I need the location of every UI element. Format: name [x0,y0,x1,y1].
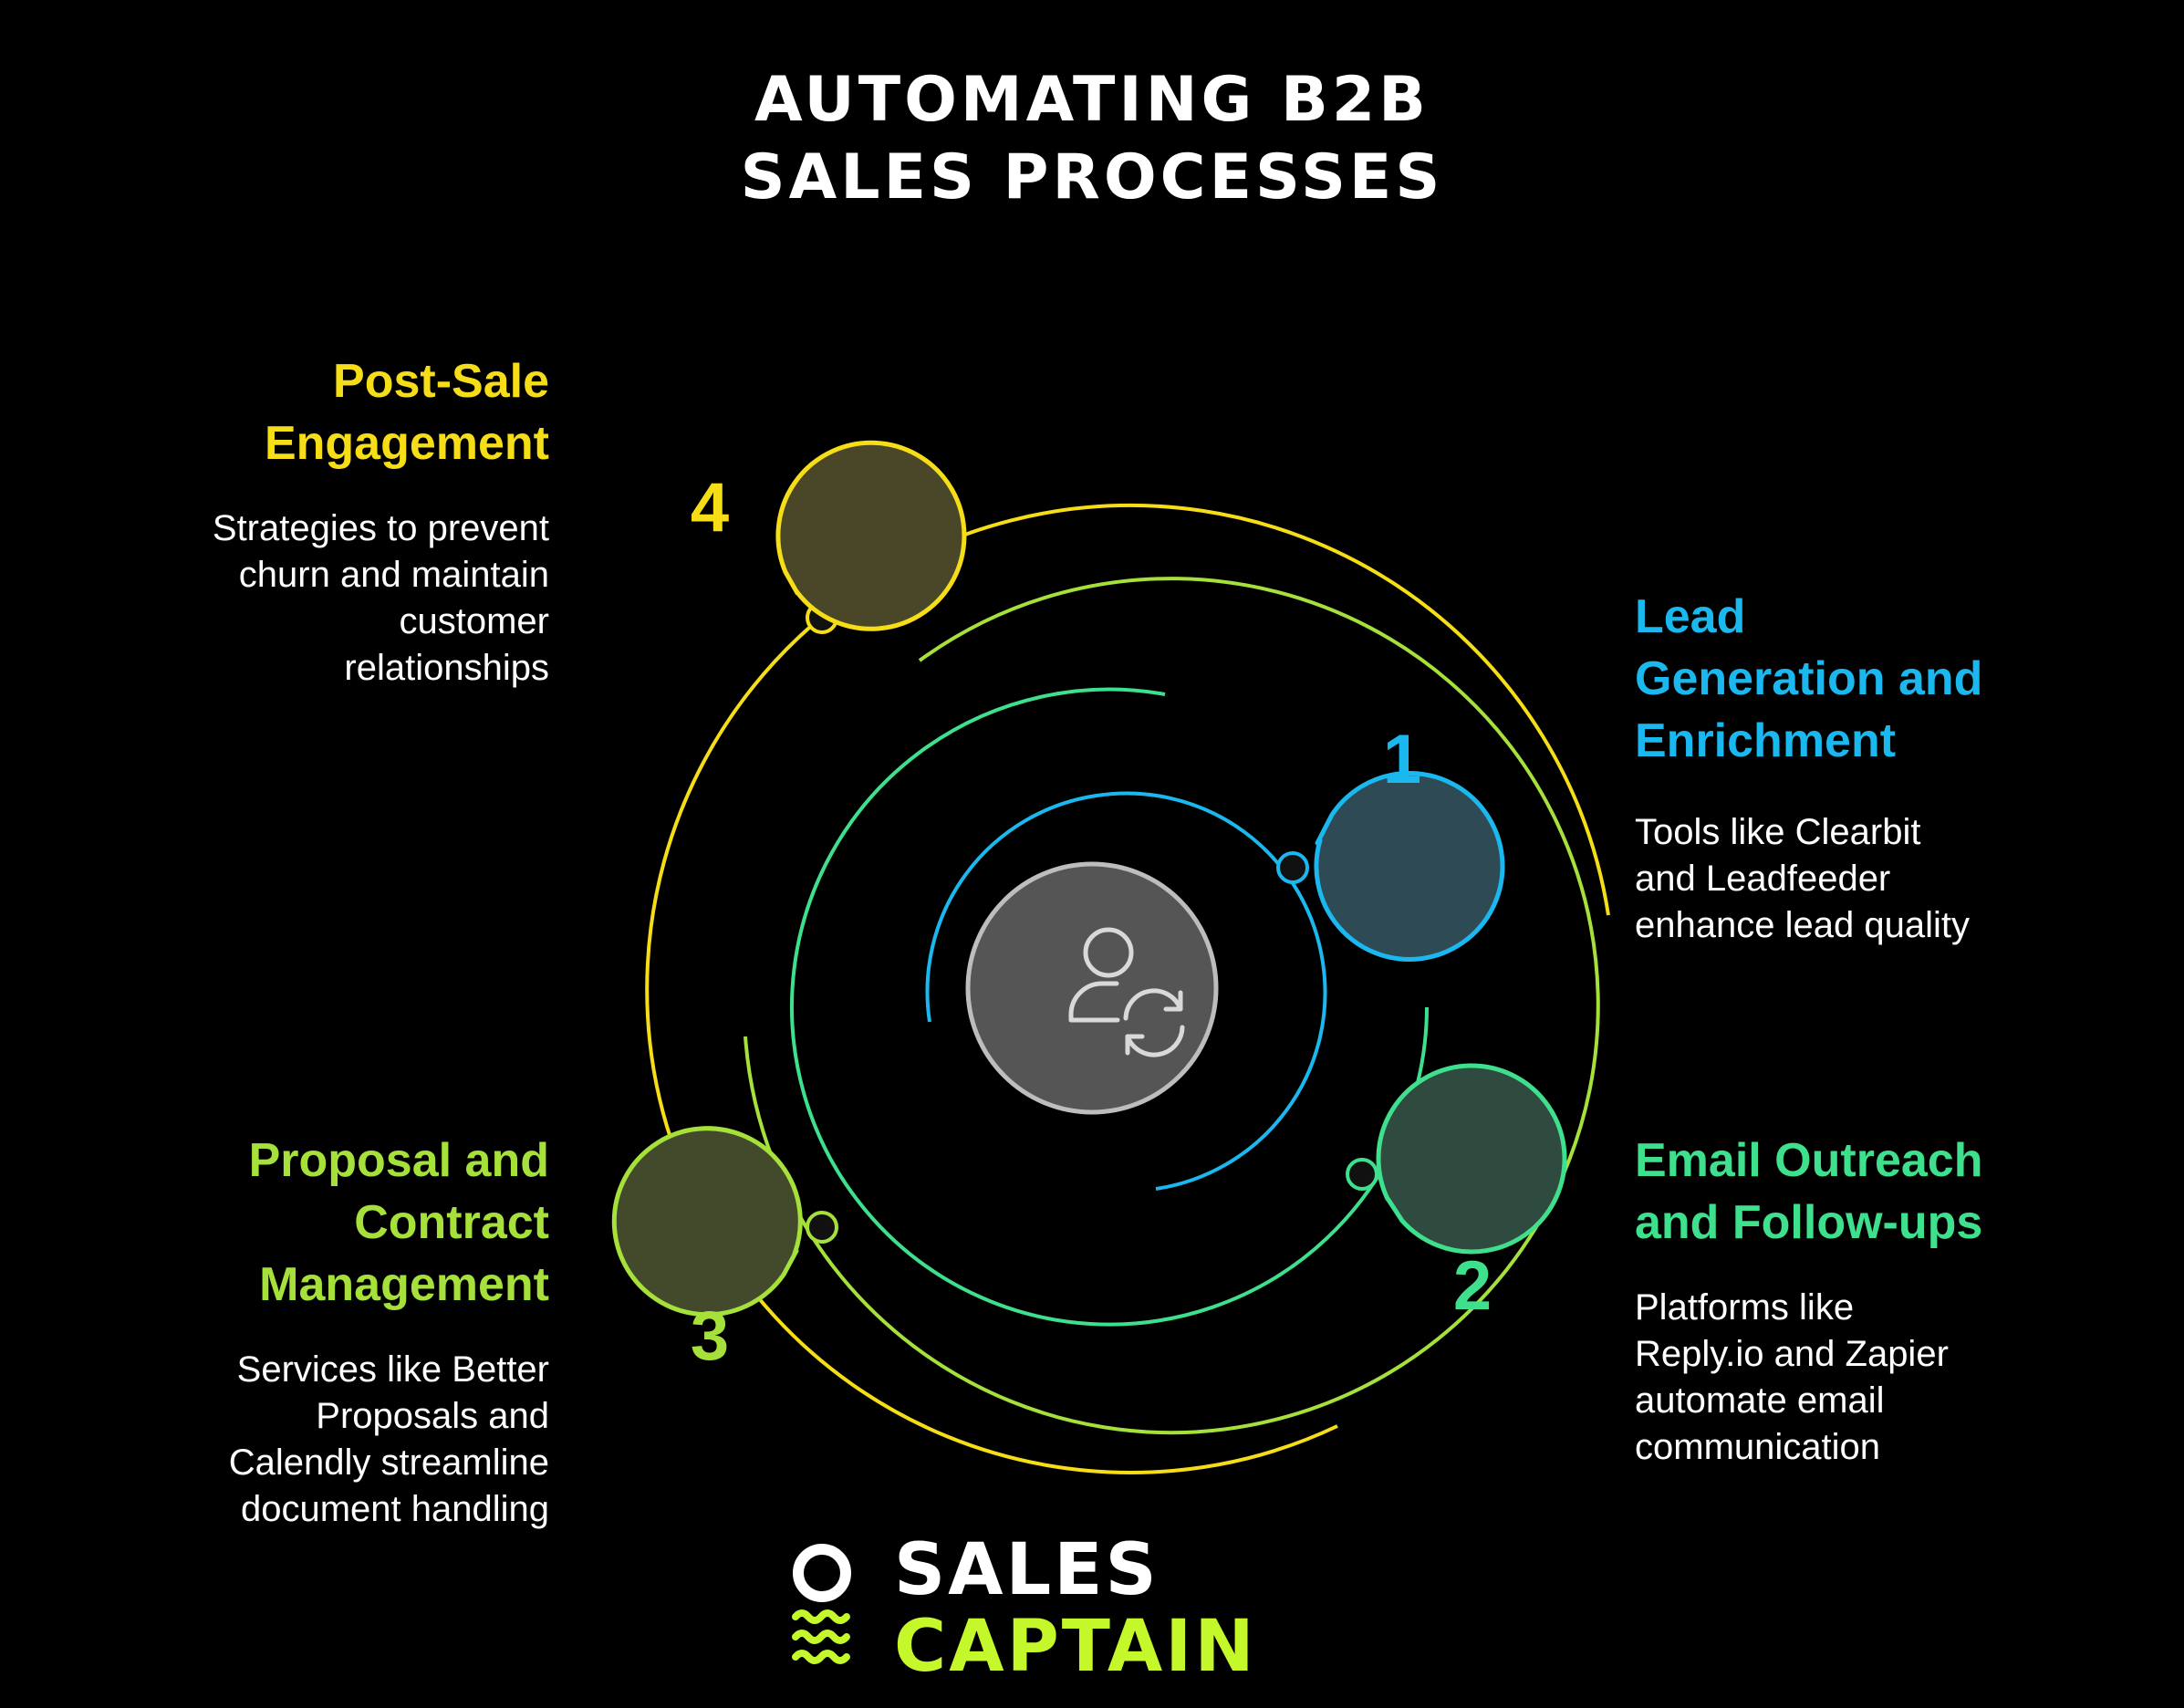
step-4-heading: Post-Sale Engagement [146,350,549,474]
ring-2-marker [1346,1158,1378,1191]
step-4-description-line: Strategies to prevent [212,508,549,548]
step-2-heading-line: Email Outreach [1635,1134,1983,1187]
step-4-heading-line: Post-Sale [333,355,549,408]
sales-captain-logo-mark [792,1544,851,1664]
title-line-2: SALES PROCESSES [740,141,1444,214]
step-4-badge: 4 [691,440,967,631]
user-sync-icon [1068,927,1185,1057]
step-3-description-line: Proposals and [316,1396,549,1436]
step-3-description-line: Services like Better [236,1349,549,1390]
step-2-badge: 2 [1376,1063,1567,1325]
step-2-description-line: automate email [1635,1380,1885,1421]
ring-4-arc [645,504,1610,1474]
step-2-description-line: communication [1635,1427,1881,1467]
step-3-badge: 3 [611,1126,803,1375]
ring-1-marker [1276,851,1309,884]
step-3-heading: Proposal and Contract Management [146,1130,549,1316]
step-3-description-line: document handling [240,1489,549,1529]
step-3-heading-line: Management [259,1258,549,1311]
step-2-description-line: Reply.io and Zapier [1635,1334,1949,1374]
title-line-1: AUTOMATING B2B [754,64,1430,136]
ring-2-arc [790,687,1429,1327]
step-3-heading-line: Contract [354,1196,549,1249]
step-3-heading-line: Proposal and [248,1134,549,1187]
step-4-heading-line: Engagement [264,417,549,470]
step-1-description-line: and Leadfeeder [1635,859,1891,899]
logo-line-2: CAPTAIN [894,1606,1257,1688]
step-3-number: 3 [691,1297,729,1375]
step-4-description-line: relationships [344,648,549,688]
logo-line-1: SALES [894,1529,1160,1611]
step-1-heading: Lead Generation and Enrichment [1635,586,1982,772]
step-2-heading-line: and Follow-ups [1635,1196,1983,1249]
step-1-description: Tools like Clearbit and Leadfeeder enhan… [1635,809,1970,949]
step-4-description-line: customer [399,601,550,641]
step-2-heading: Email Outreach and Follow-ups [1635,1130,1982,1254]
step-4-number: 4 [691,469,729,547]
step-3-description-line: Calendly streamline [228,1442,549,1483]
step-1-heading-line: Enrichment [1635,714,1897,767]
step-1-badge: 1 [1314,721,1505,962]
step-1-heading-line: Generation and [1635,652,1983,705]
step-1-description-line: Tools like Clearbit [1635,812,1921,852]
step-2-description-line: Platforms like [1635,1287,1855,1328]
center-hub [965,861,1219,1115]
step-1-number: 1 [1383,721,1421,798]
step-1-description-line: enhance lead quality [1635,905,1970,945]
step-4-description: Strategies to prevent churn and maintain… [146,505,549,692]
step-4-description-line: churn and maintain [238,555,549,595]
step-2-description: Platforms like Reply.io and Zapier autom… [1635,1285,1949,1471]
ring-1-arc [925,791,1327,1191]
step-1-heading-line: Lead [1635,590,1746,643]
step-2-number: 2 [1453,1247,1492,1325]
ring-3-marker [806,1211,838,1244]
step-3-description: Services like Better Proposals and Calen… [146,1347,549,1533]
